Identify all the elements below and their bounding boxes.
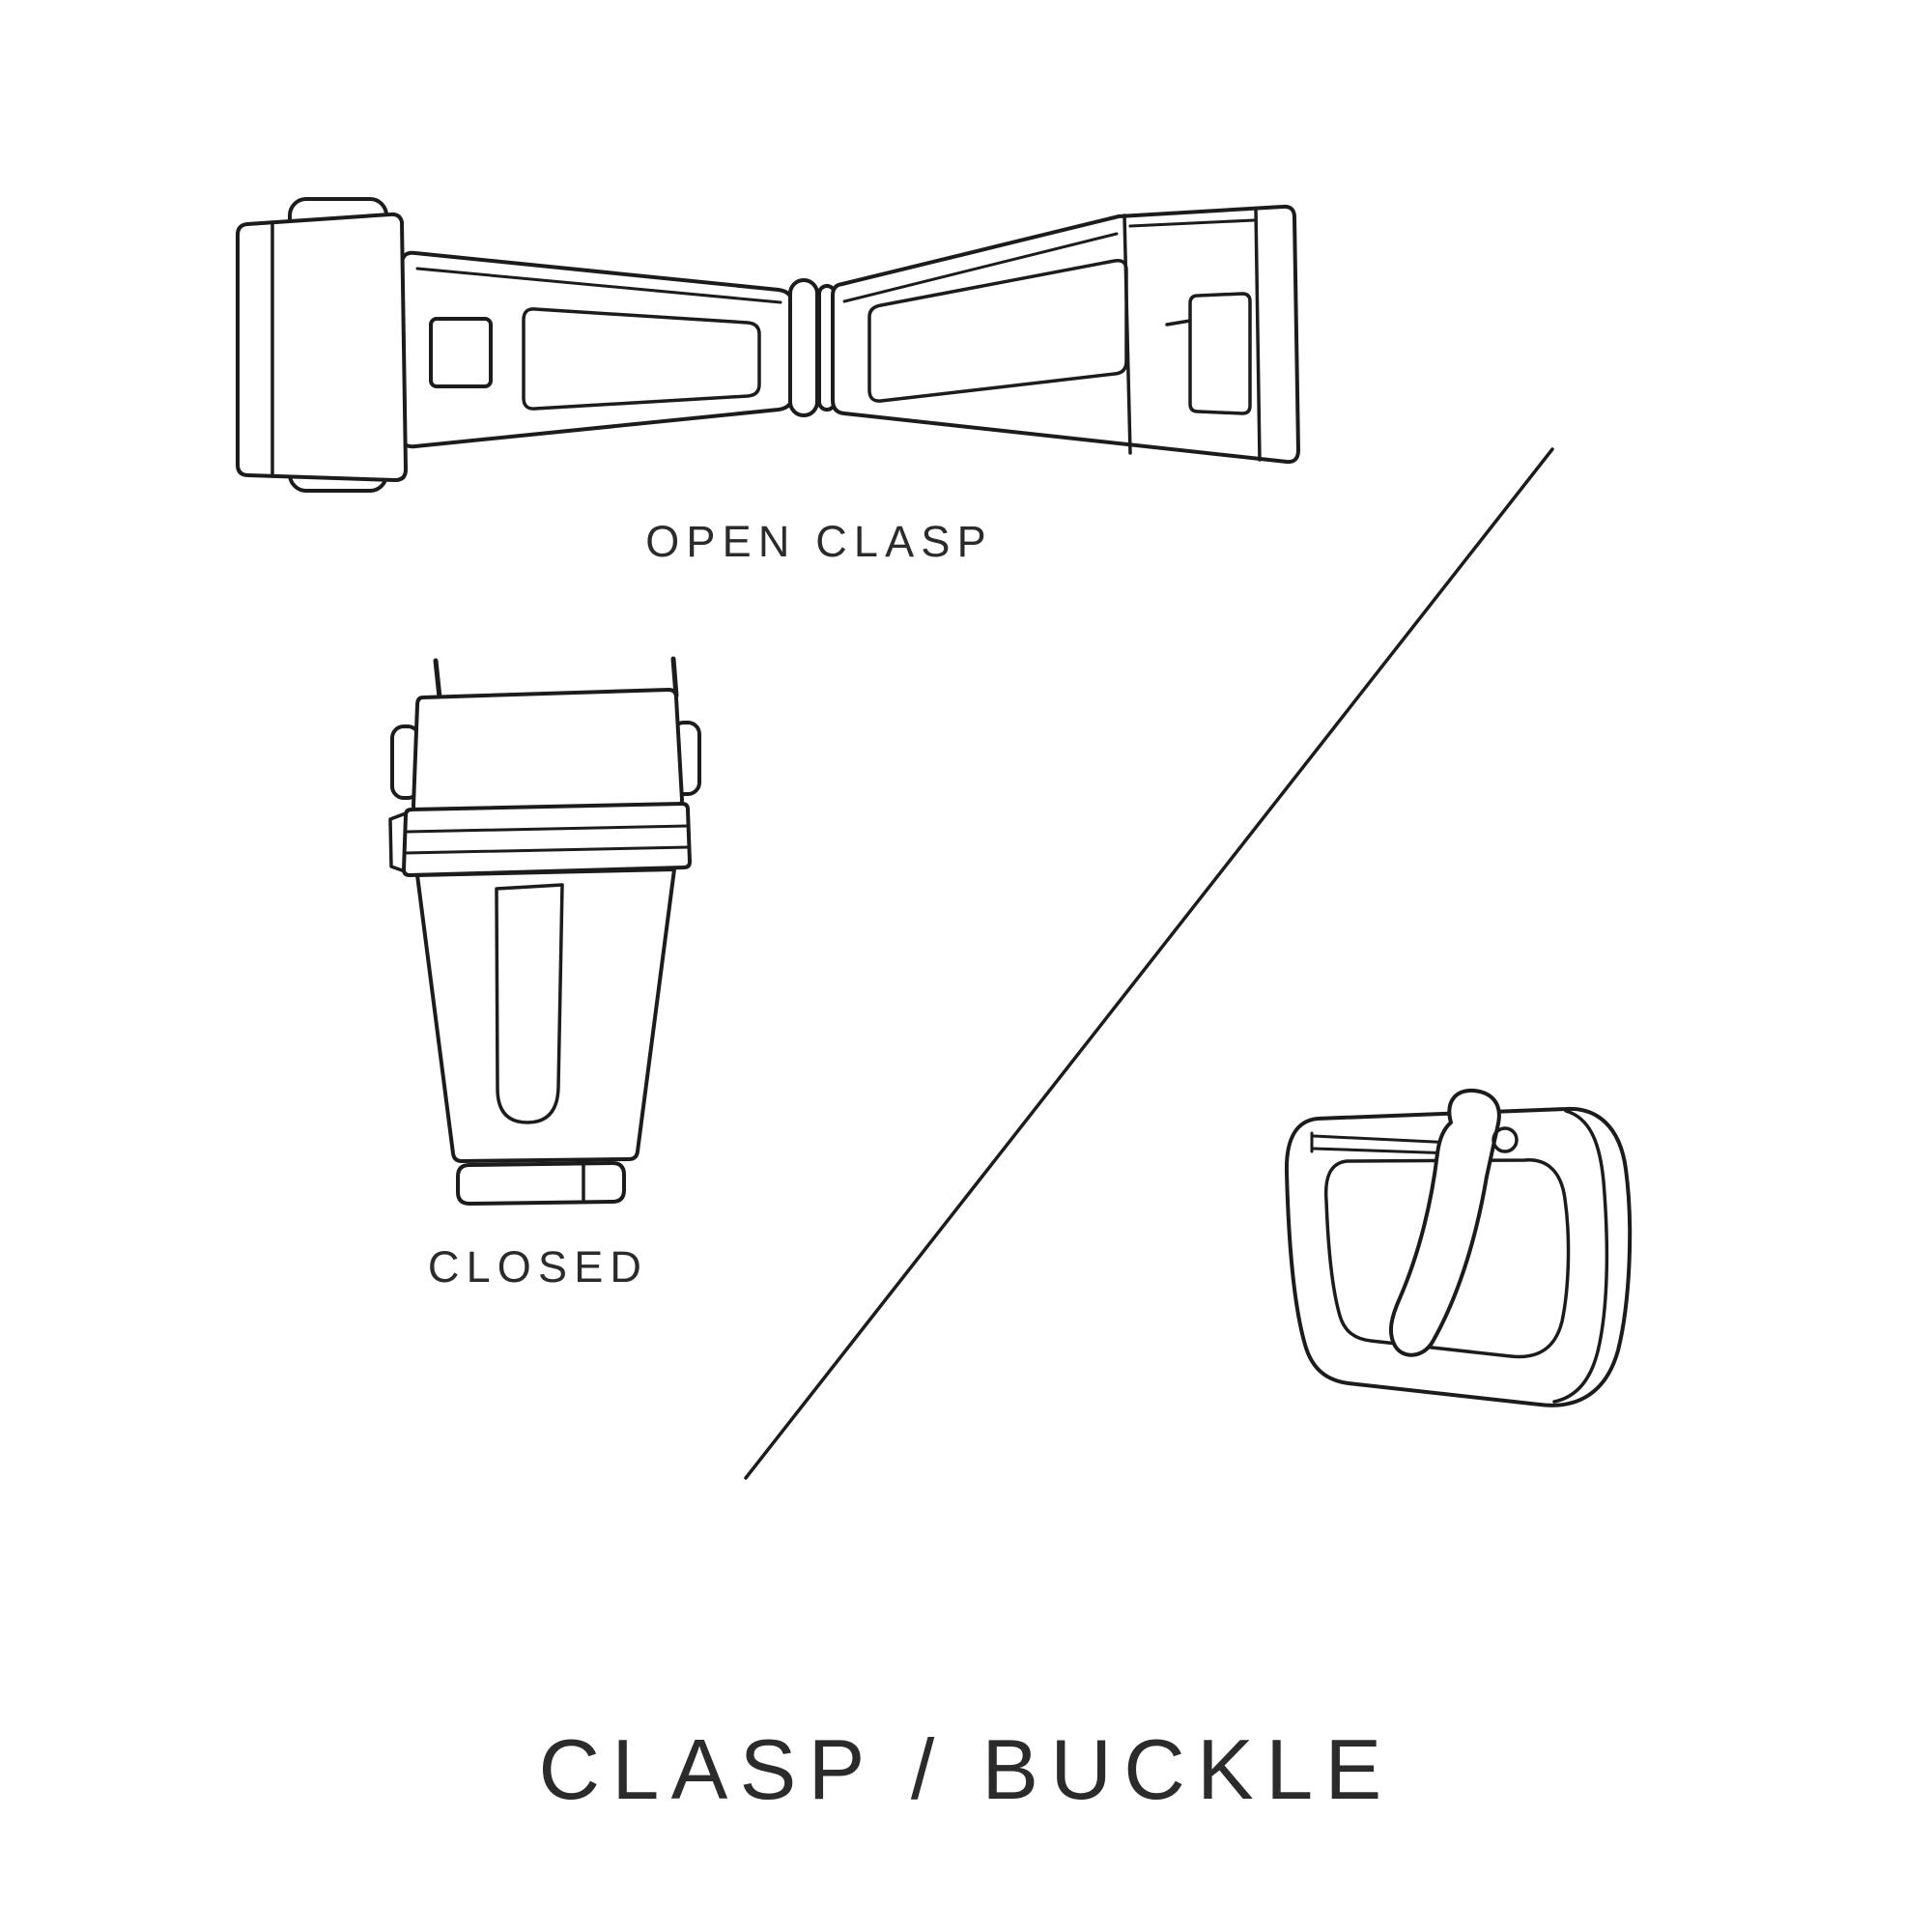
closed-clasp-band-line-2 xyxy=(404,845,691,855)
closed-clasp-band-line-1 xyxy=(405,824,690,834)
diagonal-divider xyxy=(744,447,1554,1480)
closed-clasp-bottom-bar xyxy=(456,1161,626,1206)
open-clasp-left-arm-notch xyxy=(429,317,493,388)
open-clasp-illustration xyxy=(236,197,1300,493)
open-clasp-left-arm-cutout xyxy=(522,307,761,411)
closed-clasp-illustration xyxy=(388,656,701,1206)
buckle-right-thickness-line xyxy=(1552,1109,1609,1404)
open-clasp-right-latch-hook xyxy=(1165,319,1192,327)
closed-clasp-body-slot xyxy=(495,883,564,1124)
open-clasp-right-plate-edge-line xyxy=(1254,207,1262,462)
open-clasp-right-latch xyxy=(1188,292,1252,415)
page-title: CLASP / BUCKLE xyxy=(538,1721,1394,1817)
closed-clasp-right-prong xyxy=(670,656,679,698)
buckle-pin-top-line xyxy=(1312,1134,1456,1145)
closed-clasp-band xyxy=(402,802,692,877)
buckle-tongue xyxy=(1388,1088,1501,1357)
open-clasp-left-arm-edge-line xyxy=(415,267,782,304)
buckle-pin-coil xyxy=(1492,1126,1519,1153)
open-clasp-label: OPEN CLASP xyxy=(645,517,993,566)
closed-label: CLOSED xyxy=(427,1242,649,1292)
open-clasp-right-plate-top-line xyxy=(1128,218,1256,228)
open-clasp-hinge-outer xyxy=(788,278,819,417)
closed-clasp-top-cap xyxy=(412,688,684,815)
open-clasp-end-link xyxy=(236,212,408,482)
open-clasp-right-plate-step-line xyxy=(1122,213,1132,455)
buckle-pin-bottom-line xyxy=(1312,1147,1456,1155)
closed-clasp-band-left-notch xyxy=(388,811,408,873)
buckle-illustration xyxy=(1284,1088,1633,1407)
closed-clasp-left-prong xyxy=(433,658,442,700)
open-clasp-right-arm-edge-line xyxy=(842,232,1119,303)
